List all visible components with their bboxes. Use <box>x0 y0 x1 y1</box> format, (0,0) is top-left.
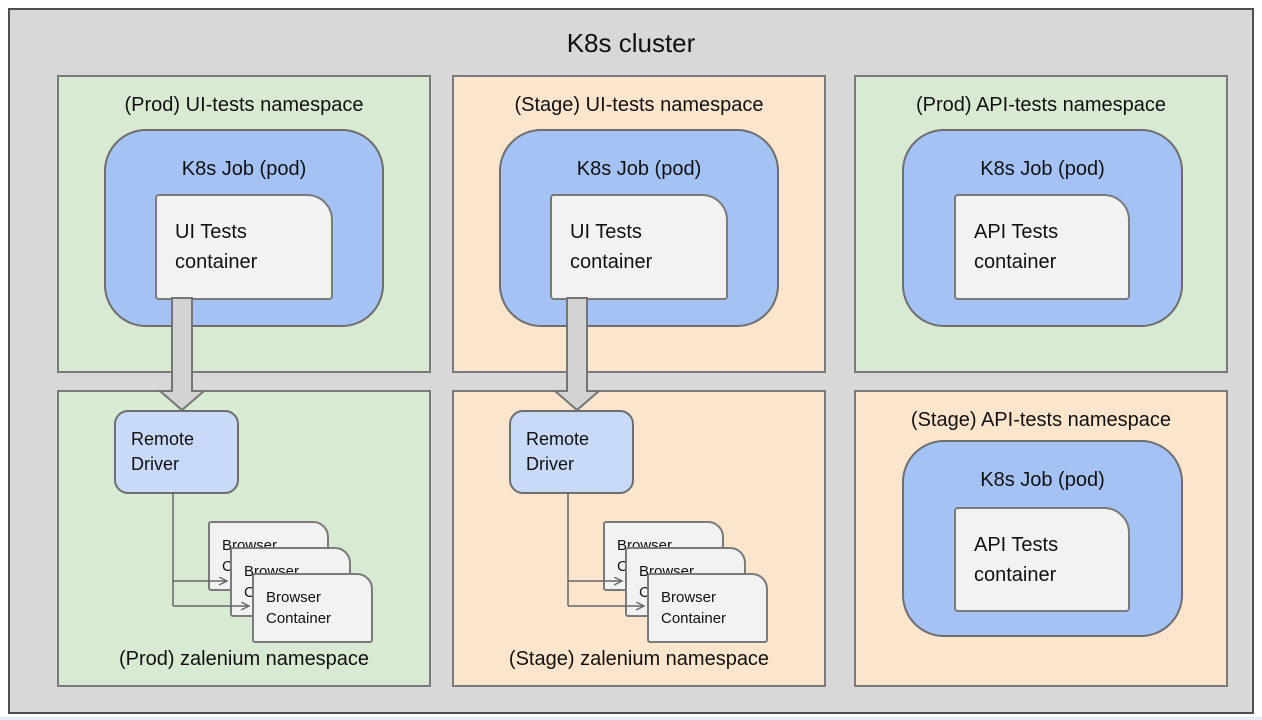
k8s-job-pod-box: K8s Job (pod) API Tests container <box>902 129 1183 327</box>
namespace-label: (Prod) API-tests namespace <box>915 94 1167 116</box>
k8s-job-pod-label: K8s Job (pod) <box>181 158 307 180</box>
cluster-title: K8s cluster <box>566 28 696 58</box>
k8s-job-pod-label: K8s Job (pod) <box>980 158 1105 180</box>
namespace-stage-zalenium: (Stage) zalenium namespace Remote Driver… <box>452 390 826 687</box>
namespace-label: (Stage) API-tests namespace <box>910 409 1172 431</box>
browser-container-label-line2: Container <box>661 610 727 627</box>
k8s-job-pod-label: K8s Job (pod) <box>980 469 1105 491</box>
container-label-line1: UI Tests <box>570 221 642 243</box>
browser-container-box: Browser Container <box>647 573 768 643</box>
ui-tests-container-box: UI Tests container <box>155 194 333 300</box>
container-label-line2: container <box>570 251 653 273</box>
namespace-label: (Prod) zalenium namespace <box>118 648 370 670</box>
remote-driver-label-line1: Remote <box>131 429 195 449</box>
k8s-job-pod-box: K8s Job (pod) UI Tests container <box>104 129 384 327</box>
namespace-prod-zalenium: (Prod) zalenium namespace Remote Driver … <box>57 390 431 687</box>
container-label-line1: API Tests <box>974 221 1059 243</box>
container-label-line2: container <box>175 251 258 273</box>
container-label-line1: UI Tests <box>175 221 247 243</box>
k8s-job-pod-box: K8s Job (pod) UI Tests container <box>499 129 779 327</box>
api-tests-container-box: API Tests container <box>954 194 1130 300</box>
remote-driver-box: Remote Driver <box>114 410 239 494</box>
browser-container-label-line2: Container <box>266 610 332 627</box>
namespace-prod-ui-tests: (Prod) UI-tests namespace K8s Job (pod) … <box>57 75 431 373</box>
namespace-prod-api-tests: (Prod) API-tests namespace K8s Job (pod)… <box>854 75 1228 373</box>
k8s-job-pod-box: K8s Job (pod) API Tests container <box>902 440 1183 637</box>
remote-driver-label-line2: Driver <box>526 454 574 474</box>
container-label-line2: container <box>974 563 1057 586</box>
ui-tests-container-box: UI Tests container <box>550 194 728 300</box>
namespace-stage-api-tests: (Stage) API-tests namespace K8s Job (pod… <box>854 390 1228 687</box>
namespace-label: (Stage) zalenium namespace <box>508 648 770 670</box>
namespace-label: (Stage) UI-tests namespace <box>514 94 764 116</box>
namespace-stage-ui-tests: (Stage) UI-tests namespace K8s Job (pod)… <box>452 75 826 373</box>
container-label-line2: container <box>974 251 1057 273</box>
remote-driver-box: Remote Driver <box>509 410 634 494</box>
k8s-job-pod-label: K8s Job (pod) <box>576 158 702 180</box>
api-tests-container-box: API Tests container <box>954 507 1130 612</box>
bottom-edge-strip <box>0 717 1262 720</box>
browser-container-box: Browser Container <box>252 573 373 643</box>
browser-container-label-line1: Browser <box>661 589 717 606</box>
remote-driver-label-line1: Remote <box>526 429 590 449</box>
namespace-label: (Prod) UI-tests namespace <box>124 94 364 116</box>
container-label-line1: API Tests <box>974 533 1059 556</box>
remote-driver-label-line2: Driver <box>131 454 179 474</box>
browser-container-label-line1: Browser <box>266 589 322 606</box>
